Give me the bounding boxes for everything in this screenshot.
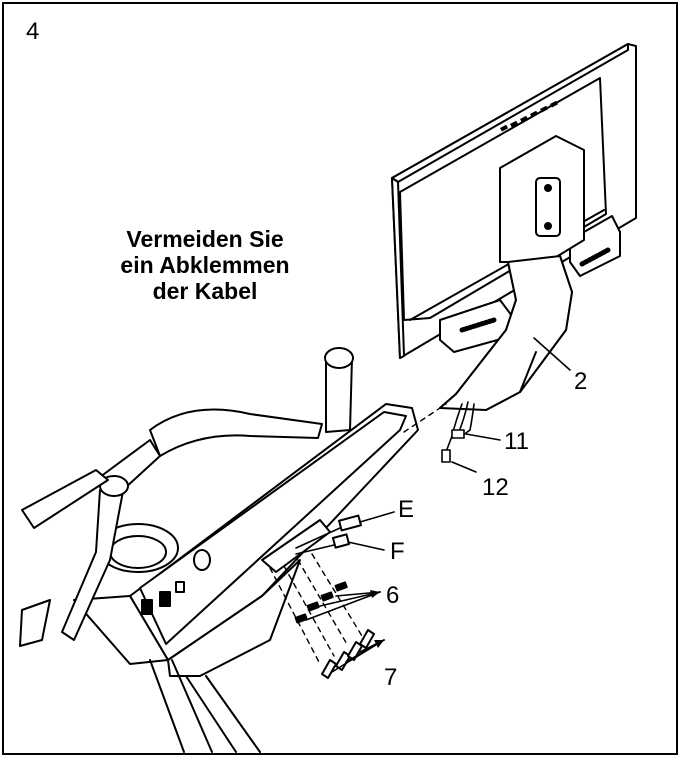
frame-legs	[149, 659, 261, 753]
callout-part-6: 6	[386, 582, 400, 609]
callout-part-f: F	[390, 538, 405, 565]
alignment-lines	[269, 403, 447, 665]
warning-line-2: ein Abklemmen	[120, 252, 290, 278]
monitor-buttons	[499, 100, 559, 132]
monitor-wires	[441, 401, 475, 463]
callout-part-e: E	[398, 496, 415, 523]
handlebars	[19, 347, 354, 647]
warning-line-3: der Kabel	[152, 278, 258, 304]
arrow-heads	[370, 590, 384, 648]
callout-part-2: 2	[574, 368, 588, 395]
fasteners-7	[321, 629, 375, 679]
cable-warning: Vermeiden Sie ein Abklemmen der Kabel	[100, 226, 310, 304]
callout-part-12: 12	[482, 474, 509, 501]
step-number: 4	[26, 18, 40, 45]
warning-line-1: Vermeiden Sie	[126, 226, 284, 252]
callout-part-11: 11	[504, 428, 529, 455]
callout-part-7: 7	[384, 664, 398, 691]
console	[73, 403, 419, 677]
monitor	[391, 43, 637, 411]
fasteners-6	[294, 581, 348, 624]
